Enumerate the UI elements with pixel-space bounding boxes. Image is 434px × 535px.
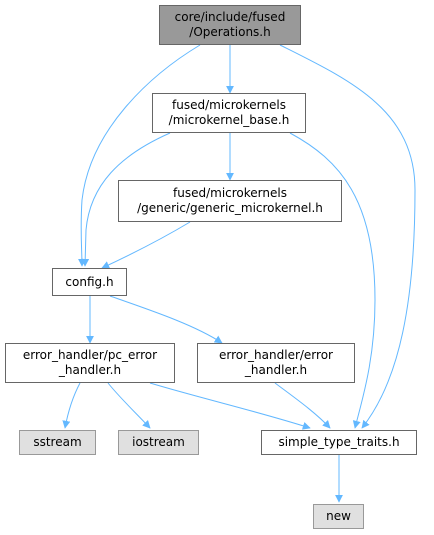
node-operations-h: core/include/fused /Operations.h (159, 5, 301, 45)
node-sstream: sstream (19, 430, 96, 455)
node-sstream-label: sstream (33, 435, 82, 449)
node-new-label: new (326, 509, 351, 523)
node-error-handler-h[interactable]: error_handler/error _handler.h (197, 343, 355, 383)
node-pc-error-handler-h-line2: _handler.h (58, 363, 122, 377)
node-config-h[interactable]: config.h (52, 268, 127, 296)
node-microkernel-base-h-line1: fused/microkernels (172, 98, 286, 112)
edge-pc-error-handler-to-sstream (62, 382, 81, 429)
edge-pc-error-handler-to-iostream (107, 382, 151, 429)
node-error-handler-h-line2: _handler.h (244, 363, 308, 377)
edge-config-to-error-handler (109, 295, 223, 344)
node-generic-microkernel-h-line1: fused/microkernels (173, 186, 287, 200)
edge-microkernel-base-to-config (81, 132, 171, 267)
node-operations-h-line1: core/include/fused (174, 10, 286, 24)
edge-operations-to-config (77, 44, 201, 267)
node-microkernel-base-h-line2: /microkernel_base.h (168, 113, 290, 127)
node-config-h-label: config.h (65, 274, 114, 289)
edge-microkernel-base-to-simple-type-traits (289, 132, 376, 429)
edge-operations-to-simple-type-traits (279, 44, 416, 429)
node-simple-type-traits-h[interactable]: simple_type_traits.h (261, 430, 417, 455)
node-pc-error-handler-h-line1: error_handler/pc_error (22, 348, 158, 362)
node-operations-h-line2: /Operations.h (189, 25, 271, 39)
node-simple-type-traits-h-label: simple_type_traits.h (278, 435, 400, 449)
node-iostream: iostream (118, 430, 199, 455)
node-generic-microkernel-h-line2: /generic/generic_microkernel.h (137, 201, 323, 215)
node-microkernel-base-h[interactable]: fused/microkernels /microkernel_base.h (152, 93, 306, 133)
edge-generic-to-config (101, 221, 191, 269)
node-generic-microkernel-h[interactable]: fused/microkernels /generic/generic_micr… (118, 180, 342, 222)
edge-pc-error-handler-to-simple-type-traits (149, 382, 311, 430)
node-error-handler-h-line1: error_handler/error (219, 348, 333, 362)
node-new: new (313, 504, 364, 529)
node-iostream-label: iostream (132, 435, 185, 449)
edge-error-handler-to-simple-type-traits (274, 382, 331, 429)
node-pc-error-handler-h[interactable]: error_handler/pc_error _handler.h (5, 343, 175, 383)
